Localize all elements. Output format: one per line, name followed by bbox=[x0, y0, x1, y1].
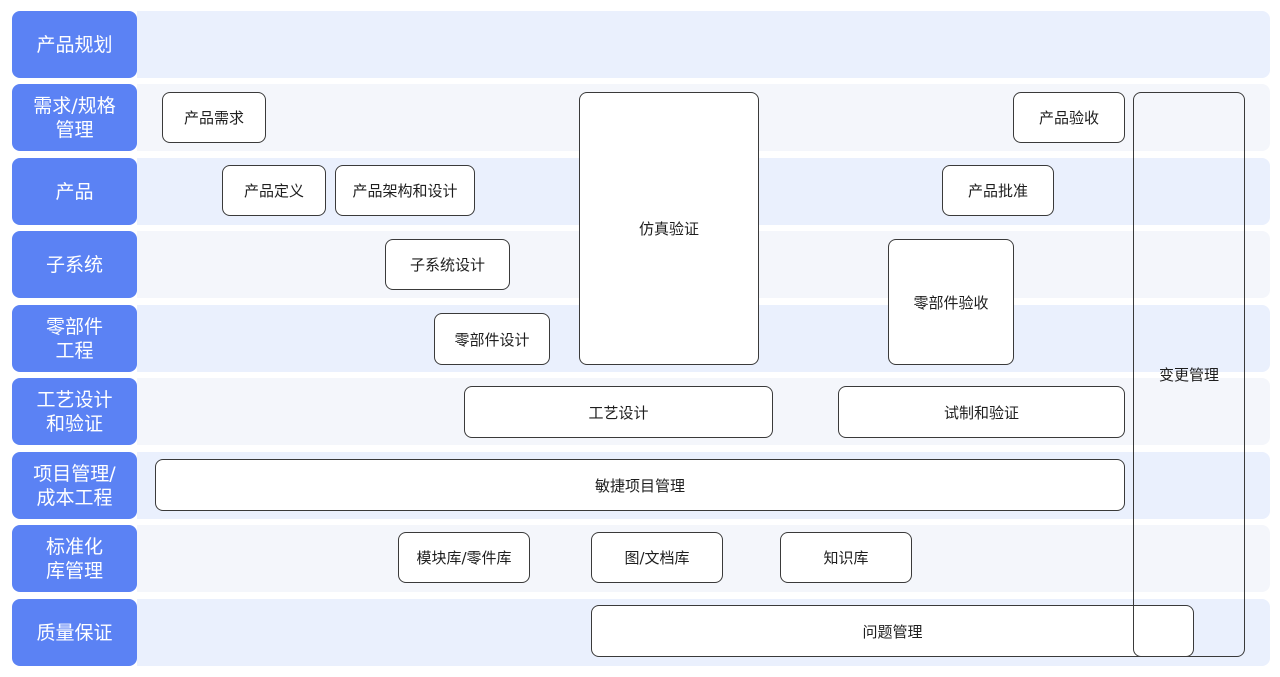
lane-label-quality-assurance: 质量保证 bbox=[12, 599, 137, 666]
box-change-management[interactable]: 变更管理 bbox=[1133, 92, 1245, 657]
box-product-requirements[interactable]: 产品需求 bbox=[162, 92, 266, 143]
lane-label-project-management: 项目管理/ 成本工程 bbox=[12, 452, 137, 519]
lane-label-text: 项目管理/ 成本工程 bbox=[33, 462, 116, 509]
box-knowledge-base[interactable]: 知识库 bbox=[780, 532, 912, 583]
box-agile-project-management[interactable]: 敏捷项目管理 bbox=[155, 459, 1125, 511]
box-component-design[interactable]: 零部件设计 bbox=[434, 313, 550, 365]
lane-label-text: 质量保证 bbox=[36, 621, 113, 644]
lane-label-text: 标准化 库管理 bbox=[45, 535, 103, 582]
lane-label-text: 工艺设计 和验证 bbox=[36, 388, 113, 435]
lane-label-text: 零部件 工程 bbox=[45, 315, 103, 362]
box-product-architecture-design[interactable]: 产品架构和设计 bbox=[335, 165, 475, 216]
lane-label-text: 产品 bbox=[55, 180, 94, 203]
lane-label-text: 子系统 bbox=[45, 253, 103, 276]
box-drawing-document-library[interactable]: 图/文档库 bbox=[591, 532, 723, 583]
box-process-design[interactable]: 工艺设计 bbox=[464, 386, 773, 438]
box-component-acceptance[interactable]: 零部件验收 bbox=[888, 239, 1014, 365]
lane-label-text: 产品规划 bbox=[36, 33, 113, 56]
box-product-approval[interactable]: 产品批准 bbox=[942, 165, 1054, 216]
lane-label-product-planning: 产品规划 bbox=[12, 11, 137, 78]
lane-label-standardization: 标准化 库管理 bbox=[12, 525, 137, 592]
box-issue-management[interactable]: 问题管理 bbox=[591, 605, 1194, 657]
box-trial-production-validation[interactable]: 试制和验证 bbox=[838, 386, 1125, 438]
lane-label-product: 产品 bbox=[12, 158, 137, 225]
box-product-acceptance[interactable]: 产品验收 bbox=[1013, 92, 1125, 143]
lane-label-component-engineering: 零部件 工程 bbox=[12, 305, 137, 372]
lane-label-text: 需求/规格 管理 bbox=[33, 94, 116, 141]
box-module-parts-library[interactable]: 模块库/零件库 bbox=[398, 532, 530, 583]
lane-label-process-design: 工艺设计 和验证 bbox=[12, 378, 137, 445]
box-product-definition[interactable]: 产品定义 bbox=[222, 165, 326, 216]
lane-label-subsystem: 子系统 bbox=[12, 231, 137, 298]
lane-bg-product-planning bbox=[137, 11, 1270, 78]
box-subsystem-design[interactable]: 子系统设计 bbox=[385, 239, 510, 290]
box-simulation-validation[interactable]: 仿真验证 bbox=[579, 92, 759, 365]
lane-label-requirements: 需求/规格 管理 bbox=[12, 84, 137, 151]
